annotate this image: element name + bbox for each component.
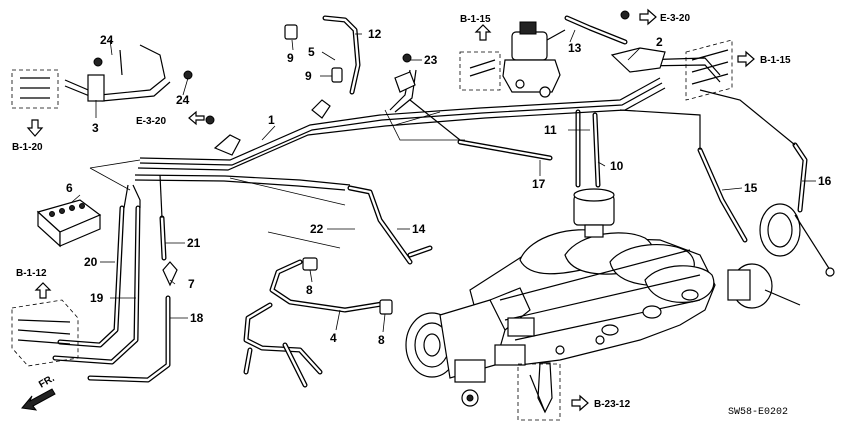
callout-10: 10 xyxy=(610,159,624,173)
ref-e-3-20-top: E-3-20 xyxy=(660,13,690,24)
callout-8a: 8 xyxy=(306,283,313,297)
solenoid-valve xyxy=(502,21,566,98)
front-direction-label: FR. xyxy=(37,373,57,391)
callout-17: 17 xyxy=(532,177,546,191)
callout-labels: 1 2 3 4 5 6 7 8 8 9 9 10 11 12 13 14 15 … xyxy=(66,27,832,347)
callout-2: 2 xyxy=(656,35,663,49)
vacuum-pipe-assembly xyxy=(64,10,796,219)
ref-b-1-12-label: B-1-12 xyxy=(16,268,47,279)
callout-16: 16 xyxy=(818,174,832,188)
callout-21: 21 xyxy=(187,236,201,250)
callout-4: 4 xyxy=(330,331,337,345)
callout-6: 6 xyxy=(66,181,73,195)
callout-7: 7 xyxy=(188,277,195,291)
callout-15: 15 xyxy=(744,181,758,195)
callout-24b: 24 xyxy=(176,93,190,107)
callout-8b: 8 xyxy=(378,333,385,347)
ref-b-23-12-label: B-23-12 xyxy=(594,399,631,410)
ref-e-3-20-left: E-3-20 xyxy=(136,116,166,127)
small-parts xyxy=(162,24,553,414)
callout-9b: 9 xyxy=(305,69,312,83)
callout-5: 5 xyxy=(308,45,315,59)
callout-14: 14 xyxy=(412,222,426,236)
hoses xyxy=(52,15,808,388)
throttle-body xyxy=(405,287,535,407)
leader-lines xyxy=(71,29,816,333)
callout-9a: 9 xyxy=(287,51,294,65)
callout-24a: 24 xyxy=(100,33,114,47)
control-valve xyxy=(573,188,615,238)
callout-11: 11 xyxy=(544,123,557,137)
reference-boxes xyxy=(11,39,733,421)
drawing-code: SW58-E0202 xyxy=(728,407,788,418)
callout-3: 3 xyxy=(92,121,99,135)
callout-1: 1 xyxy=(268,113,275,127)
callout-22: 22 xyxy=(310,222,324,236)
vacuum-actuator-lower xyxy=(727,263,801,309)
reference-arrows xyxy=(21,8,755,412)
ref-b-1-15-right: B-1-15 xyxy=(760,55,791,66)
callout-20: 20 xyxy=(84,255,98,269)
callout-23: 23 xyxy=(424,53,438,67)
vacuum-actuator-upper xyxy=(759,203,835,277)
reference-labels: B-1-20 E-3-20 B-1-15 E-3-20 B-1-15 B-1-1… xyxy=(12,13,791,410)
ref-b-1-15-top: B-1-15 xyxy=(460,14,491,25)
ref-b-1-20-label: B-1-20 xyxy=(12,142,43,153)
callout-18: 18 xyxy=(190,311,204,325)
callout-13: 13 xyxy=(568,41,582,55)
callout-19: 19 xyxy=(90,291,104,305)
vacuum-tank xyxy=(36,199,102,248)
callout-12: 12 xyxy=(368,27,382,41)
